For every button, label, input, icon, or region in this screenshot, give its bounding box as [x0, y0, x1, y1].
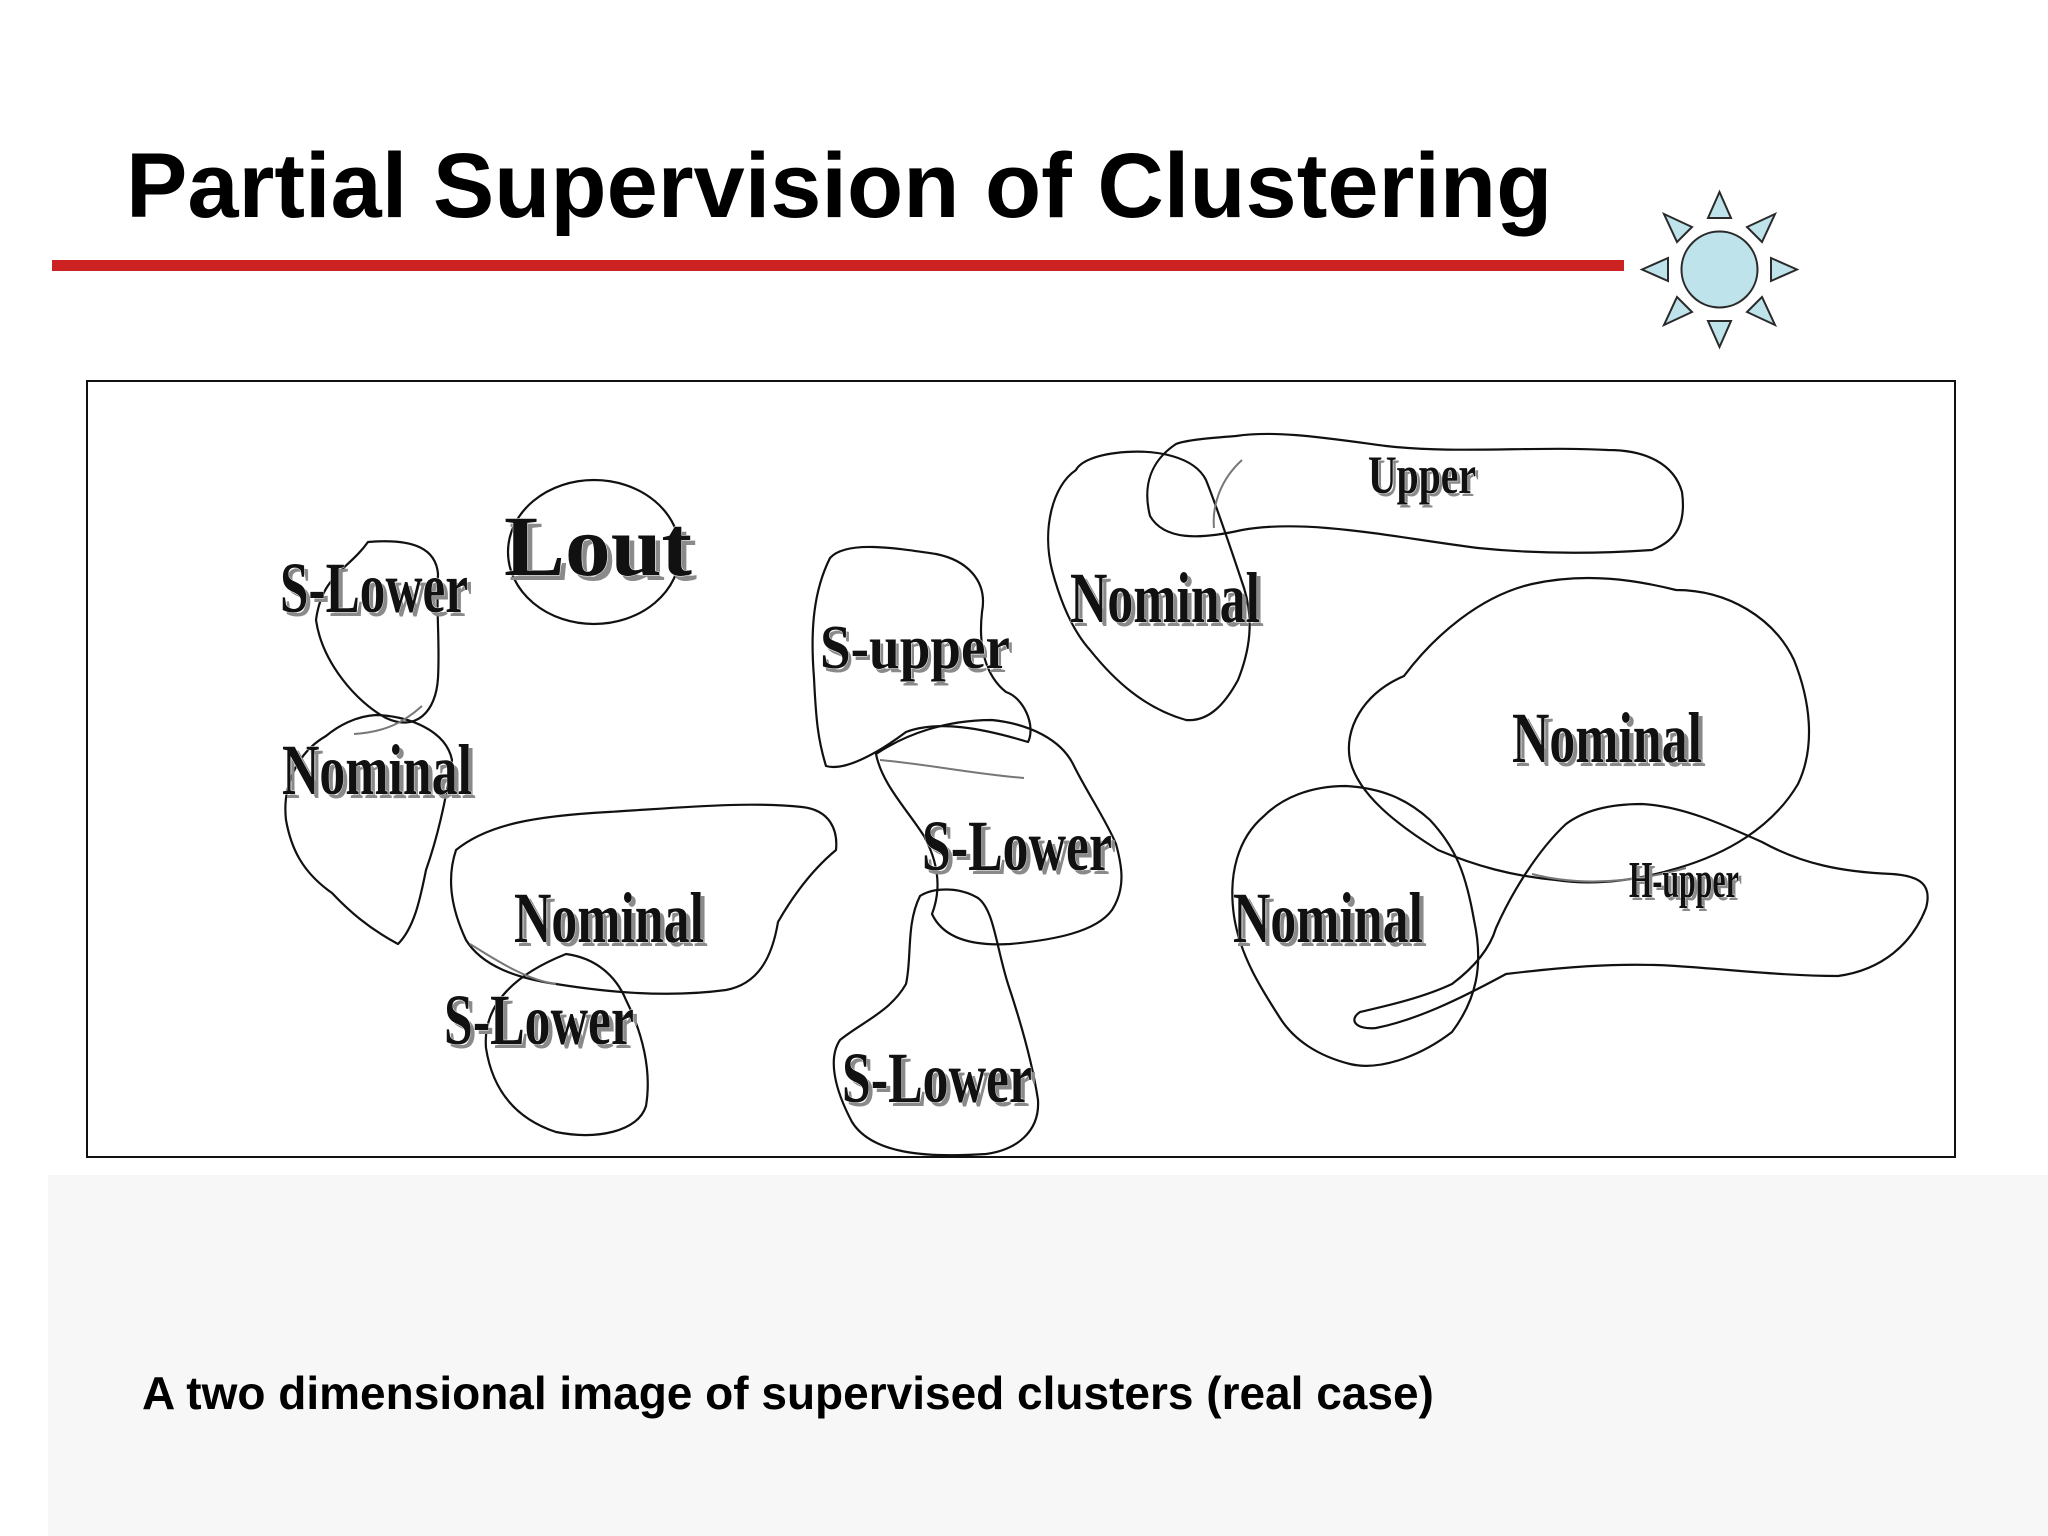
cluster-outline-lout: [506, 478, 682, 626]
title-underline: [52, 260, 1624, 271]
cluster-outline-nominal-2: [450, 803, 838, 995]
cluster-label-shadow: H-upper: [1632, 855, 1742, 912]
cluster-outline-nominal-5: [1231, 784, 1480, 1067]
sun-icon: [1639, 189, 1800, 350]
cluster-label-shadow: Nominal: [1074, 562, 1264, 642]
cluster-label-nominal-3: Nominal: [1070, 558, 1260, 638]
cluster-label-s-lower-1: S-Lower: [280, 548, 468, 628]
cluster-outline-upper: [1146, 432, 1684, 554]
slide-title: Partial Supervision of Clustering: [126, 135, 1553, 237]
cluster-label-shadow: Nominal: [518, 882, 708, 962]
cluster-outline-s-lower-3: [874, 718, 1123, 946]
cluster-label-lout: Lout: [504, 498, 692, 594]
overlap-trace: [879, 759, 1025, 779]
overlap-trace: [353, 705, 423, 735]
background-panel: [48, 1175, 2048, 1536]
cluster-label-nominal-2: Nominal: [514, 878, 704, 958]
cluster-outline-s-lower-2: [484, 952, 649, 1137]
cluster-label-shadow: S-Lower: [284, 552, 472, 632]
cluster-label-shadow: S-Lower: [448, 984, 638, 1064]
cluster-label-s-lower-4: S-Lower: [842, 1038, 1032, 1118]
cluster-outline-s-upper: [811, 545, 1032, 769]
cluster-outline-s-lower-4: [832, 888, 1040, 1157]
cluster-outline-nominal-4: [1347, 576, 1811, 884]
cluster-label-shadow: Upper: [1371, 448, 1479, 508]
overlap-trace: [1212, 459, 1243, 529]
cluster-label-group: S-Lower S-Lower Nominal Nominal Lout Lou…: [280, 445, 1743, 1123]
cluster-label-shadow: S-Lower: [846, 1042, 1036, 1122]
cluster-label-upper: Upper: [1368, 445, 1476, 505]
cluster-label-shadow: Nominal: [286, 734, 476, 814]
overlap-trace: [1531, 867, 1687, 883]
cluster-outline-nominal-3: [1047, 450, 1251, 722]
cluster-label-shadow: S-Lower: [926, 810, 1116, 890]
cluster-outline-h-upper: [1353, 802, 1929, 1030]
cluster-label-shadow: Lout: [509, 503, 697, 599]
cluster-label-s-lower-3: S-Lower: [922, 806, 1112, 886]
cluster-label-nominal-1: Nominal: [282, 730, 472, 810]
cluster-outline-s-lower-1: [314, 540, 440, 724]
cluster-label-s-lower-2: S-Lower: [444, 980, 634, 1060]
cluster-label-shadow: S-upper: [823, 618, 1013, 686]
cluster-diagram: S-Lower S-Lower Nominal Nominal Lout Lou…: [86, 380, 1956, 1158]
cluster-label-nominal-4: Nominal: [1512, 698, 1702, 778]
cluster-label-shadow: Nominal: [1516, 702, 1706, 782]
overlap-trace: [469, 943, 557, 985]
cluster-label-s-upper: S-upper: [820, 614, 1010, 682]
cluster-label-shadow: Nominal: [1237, 882, 1427, 962]
cluster-label-nominal-5: Nominal: [1233, 878, 1423, 958]
diagram-caption: A two dimensional image of supervised cl…: [142, 1367, 1434, 1419]
cluster-label-h-upper: H-upper: [1629, 852, 1739, 909]
